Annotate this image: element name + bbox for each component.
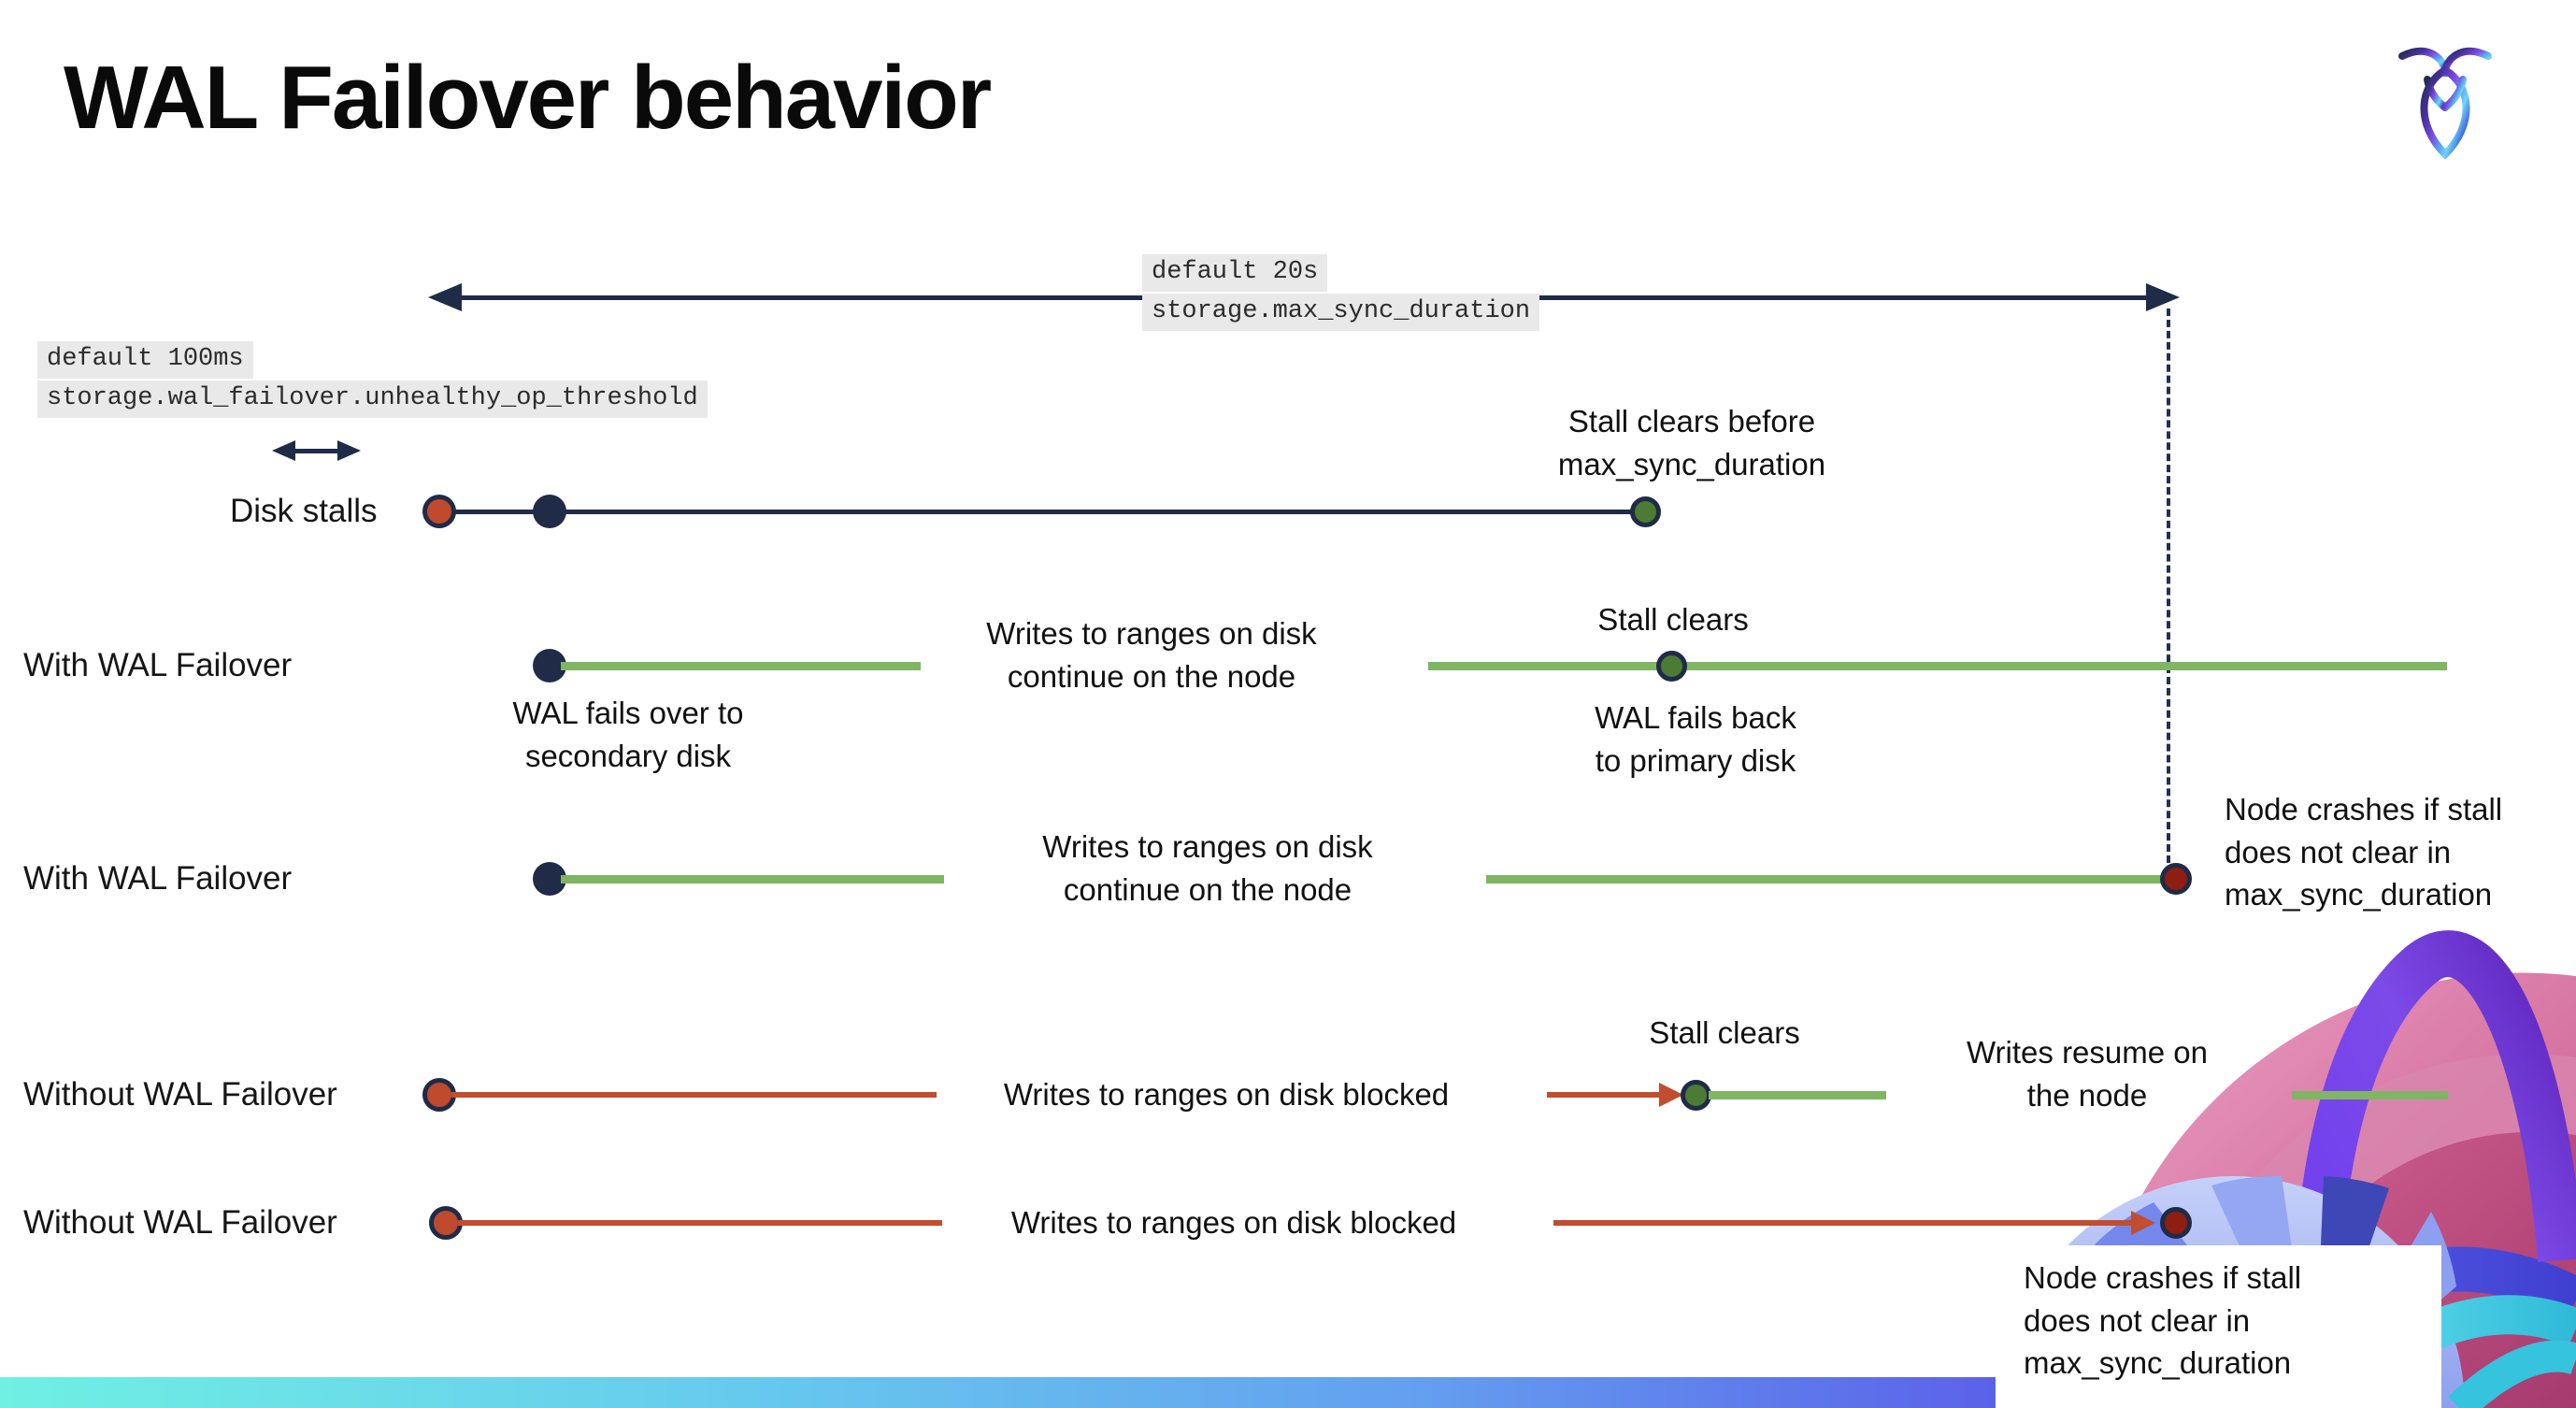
writes-blocked-line-d	[1553, 1220, 2133, 1226]
row-label-without-wal-failover-1: Without WAL Failover	[23, 1076, 337, 1113]
row-label-with-wal-failover-1: With WAL Failover	[23, 647, 293, 683]
arrow-left-icon	[428, 283, 462, 311]
writes-continue-line-a	[561, 662, 921, 670]
stall-arrow-icon-2	[2131, 1211, 2155, 1235]
writes-continue-line-d	[1486, 875, 2161, 884]
disk-stalls-timeline	[439, 510, 1640, 514]
stall-clears-before-annotation: Stall clears before max_sync_duration	[1557, 404, 1826, 481]
threshold-span-line	[290, 449, 342, 453]
writes-resume-annotation: Writes resume on the node	[1967, 1035, 2208, 1113]
node-crash-dot-1	[2160, 863, 2192, 895]
writes-continue-line-c	[561, 875, 944, 884]
stall-start-dot	[422, 495, 456, 528]
node-crashes-annotation-1: Node crashes if stall does not clear in …	[2225, 792, 2503, 912]
writes-blocked-line-b	[1547, 1092, 1661, 1098]
unhealthy-op-default-label: default 100ms	[37, 341, 253, 379]
threshold-arrow-left-icon	[272, 440, 295, 461]
writes-resume-line-b	[2292, 1091, 2448, 1099]
row-label-without-wal-failover-2: Without WAL Failover	[23, 1204, 337, 1241]
row-label-disk-stalls: Disk stalls	[230, 493, 378, 529]
stall-arrow-icon-1	[1659, 1083, 1683, 1107]
stall-clears-dot-3	[1681, 1080, 1711, 1111]
stall-clears-annotation-1: Stall clears	[1597, 602, 1749, 637]
writes-blocked-annotation-2: Writes to ranges on disk blocked	[1010, 1205, 1457, 1240]
node-crashes-callout-box	[1996, 1245, 2441, 1408]
writes-blocked-annotation-1: Writes to ranges on disk blocked	[1003, 1077, 1450, 1112]
node-crash-dot-2	[2160, 1207, 2192, 1239]
page-title: WAL Failover behavior	[64, 48, 992, 148]
writes-continue-annotation-2: Writes to ranges on disk continue on the…	[1042, 829, 1373, 907]
writes-blocked-line-c	[458, 1220, 942, 1226]
max-sync-deadline-dashed-line	[2167, 309, 2170, 863]
wal-fails-over-annotation: WAL fails over to secondary disk	[512, 696, 744, 773]
row-label-with-wal-failover-2: With WAL Failover	[23, 860, 293, 897]
max-sync-default-label: default 20s	[1142, 254, 1328, 292]
unhealthy-op-setting-name: storage.wal_failover.unhealthy_op_thresh…	[37, 381, 708, 418]
writes-continue-annotation-1: Writes to ranges on disk continue on the…	[986, 616, 1317, 694]
arrow-right-icon	[2146, 283, 2180, 311]
cockroachdb-logo-icon	[2398, 47, 2492, 160]
writes-blocked-line-a	[451, 1092, 937, 1098]
stall-start-dot-3	[429, 1206, 463, 1240]
threshold-arrow-right-icon	[337, 440, 361, 461]
writes-resume-line-a	[1709, 1091, 1886, 1099]
max-sync-duration-label: default 20s storage.max_sync_duration	[1142, 254, 1540, 331]
stall-clears-dot-2	[1656, 651, 1687, 682]
stall-clears-dot	[1630, 496, 1661, 527]
stall-clears-annotation-2: Stall clears	[1649, 1015, 1800, 1050]
wal-fails-back-annotation: WAL fails back to primary disk	[1595, 700, 1796, 778]
node-crashes-annotation-2: Node crashes if stall does not clear in …	[2024, 1260, 2302, 1381]
writes-continue-line-b	[1428, 662, 2447, 670]
threshold-dot	[533, 495, 566, 528]
unhealthy-op-threshold-label: default 100ms storage.wal_failover.unhea…	[37, 341, 708, 418]
max-sync-setting-name: storage.max_sync_duration	[1142, 294, 1540, 331]
